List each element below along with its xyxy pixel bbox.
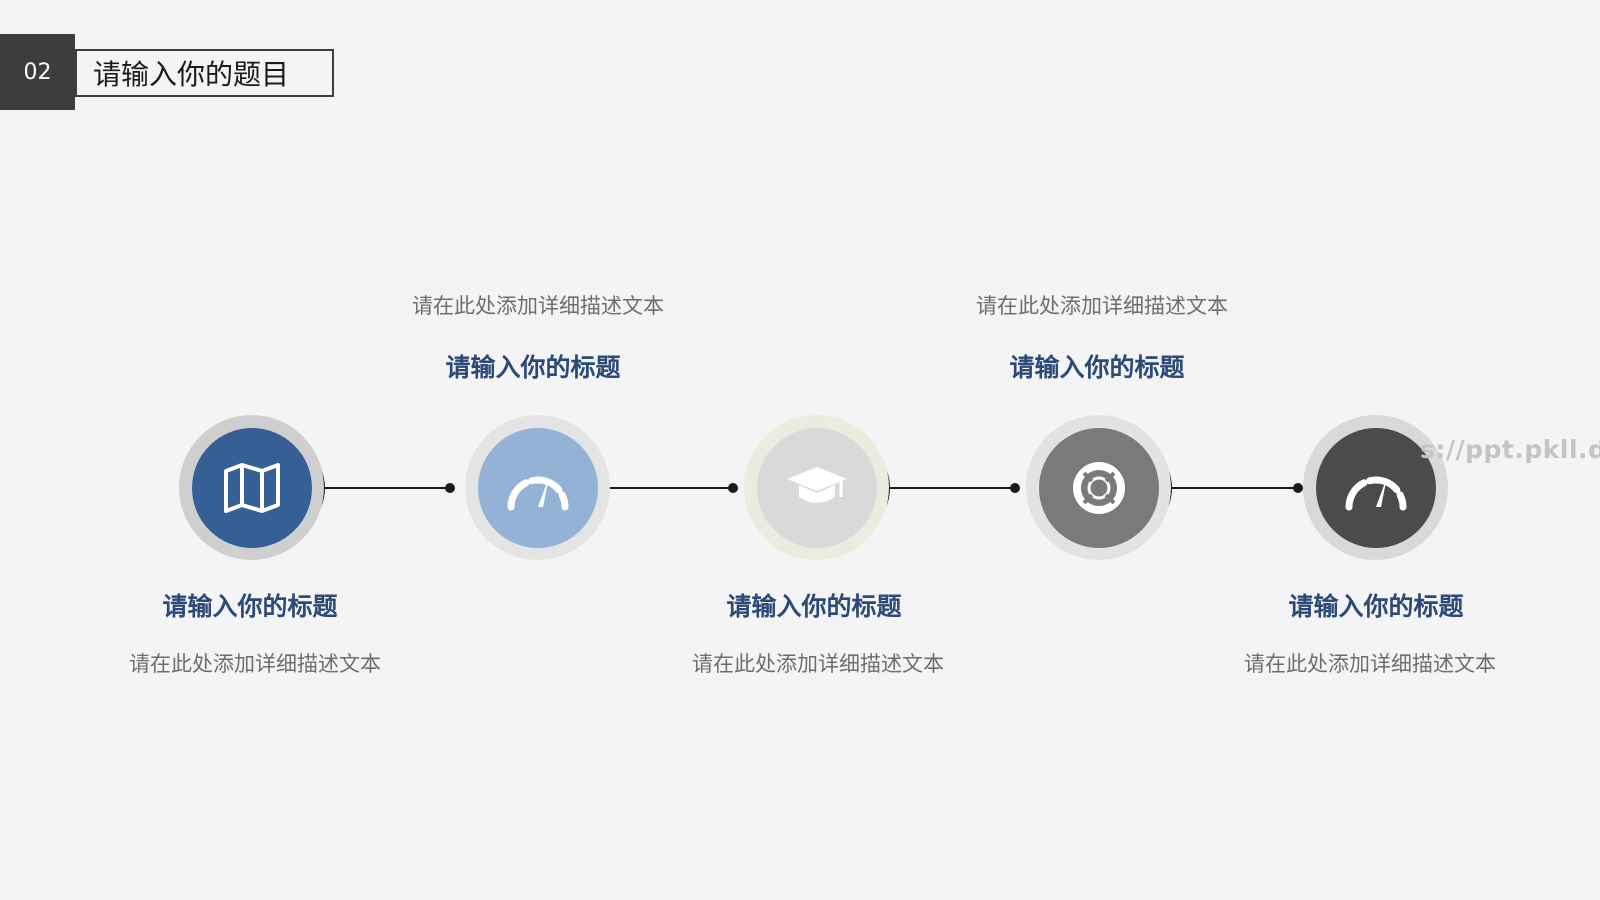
step-2-circle (465, 415, 610, 560)
step-5-desc: 请在此处添加详细描述文本 (1244, 652, 1496, 676)
page-title: 请输入你的题目 (75, 49, 334, 97)
section-number: 02 (0, 34, 75, 110)
connector-line-2 (605, 487, 731, 489)
connector-dot-1 (445, 483, 455, 493)
watermark: s://ppt.pkll.de (1420, 435, 1600, 464)
step-2-title: 请输入你的标题 (445, 353, 621, 382)
graduation-cap-icon (786, 466, 847, 503)
lifebuoy-icon (1072, 461, 1125, 514)
connector-line-4 (1170, 487, 1296, 489)
step-3-title: 请输入你的标题 (726, 592, 902, 621)
step-1-title: 请输入你的标题 (162, 592, 338, 621)
speedometer-icon (1345, 476, 1406, 510)
step-1-circle (179, 415, 324, 560)
connector-line-1 (322, 487, 448, 489)
connector-dot-2 (728, 483, 738, 493)
step-3-circle (744, 415, 889, 560)
step-4-circle (1026, 415, 1171, 560)
step-2-desc: 请在此处添加详细描述文本 (412, 294, 664, 318)
speedometer-icon (507, 476, 568, 510)
step-5-circle (1303, 415, 1448, 560)
connector-dot-4 (1293, 483, 1303, 493)
connector-line-3 (888, 487, 1014, 489)
step-3-arc (790, 438, 890, 538)
step-3-desc: 请在此处添加详细描述文本 (692, 652, 944, 676)
step-4-arc (1072, 438, 1172, 538)
step-1-desc: 请在此处添加详细描述文本 (129, 652, 381, 676)
connector-dot-3 (1010, 483, 1020, 493)
step-1-arc (225, 438, 325, 538)
step-4-title: 请输入你的标题 (1009, 353, 1185, 382)
map-icon (223, 462, 280, 513)
step-5-title: 请输入你的标题 (1288, 592, 1464, 621)
step-4-desc: 请在此处添加详细描述文本 (976, 294, 1228, 318)
